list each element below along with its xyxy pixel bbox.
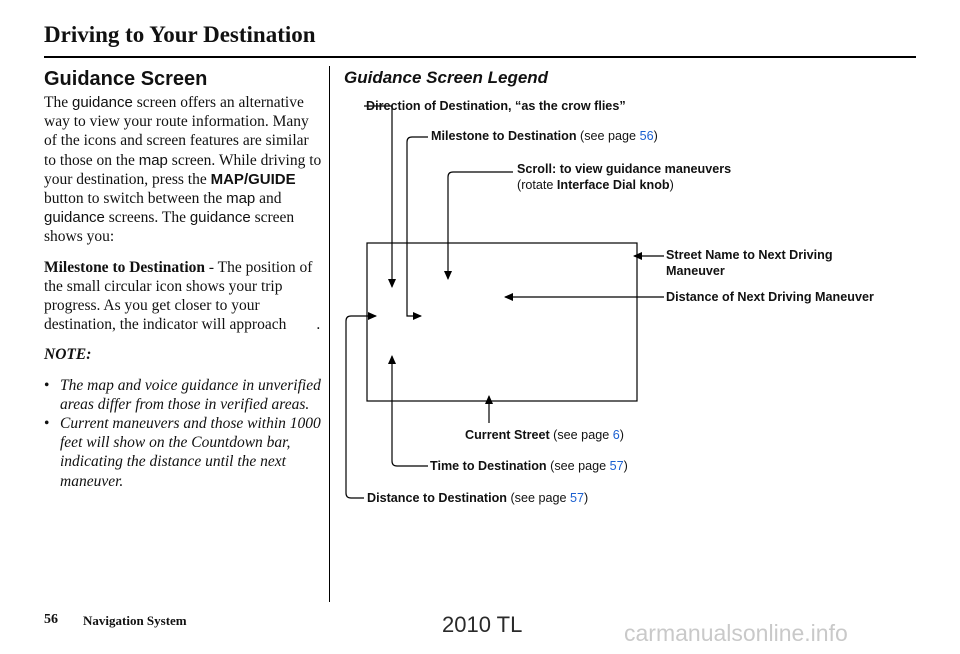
keyword-map: map bbox=[226, 190, 256, 208]
page-ref-link[interactable]: 56 bbox=[639, 129, 654, 143]
column-divider bbox=[329, 66, 330, 602]
milestone-term: Milestone to Destination bbox=[44, 258, 206, 276]
model-watermark: 2010 TL bbox=[442, 612, 523, 637]
note-list: The map and voice guidance in unverified… bbox=[44, 376, 322, 491]
distance-dest-label: Distance to Destination (see page 57) bbox=[367, 491, 589, 505]
intro-text: screen. While driving to your destinatio… bbox=[44, 151, 322, 188]
intro-paragraph: The guidance screen offers an alternativ… bbox=[44, 93, 322, 247]
legend-heading: Guidance Screen Legend bbox=[344, 68, 549, 87]
page-number: 56 bbox=[44, 612, 58, 627]
milestone-leader-line bbox=[406, 136, 428, 320]
milestone-text: - The position of the small circular ico… bbox=[44, 258, 313, 334]
intro-text: screens. The bbox=[104, 209, 190, 227]
section-heading: Guidance Screen bbox=[44, 68, 208, 90]
keyword-guidance: guidance bbox=[71, 94, 133, 111]
time-leader-line bbox=[388, 355, 428, 467]
direction-label: Direction of Destination, “as the crow f… bbox=[366, 99, 626, 113]
book-name: Navigation System bbox=[83, 613, 187, 628]
note-item: Current maneuvers and those within 1000 … bbox=[44, 414, 322, 491]
intro-text: The bbox=[44, 94, 72, 111]
keyword-map: map bbox=[138, 151, 168, 169]
direction-leader-line bbox=[364, 105, 396, 288]
title-rule bbox=[44, 56, 916, 58]
current-street-label: Current Street (see page 6) bbox=[465, 428, 624, 442]
page-ref-link[interactable]: 57 bbox=[609, 459, 624, 473]
page-ref-link[interactable]: 57 bbox=[569, 491, 584, 505]
guidance-screen-frame bbox=[366, 242, 638, 402]
distance-next-label: Distance of Next Driving Maneuver bbox=[666, 290, 874, 304]
page-ref-link[interactable]: 6 bbox=[612, 428, 620, 442]
note-item: The map and voice guidance in unverified… bbox=[44, 376, 322, 414]
site-watermark: carmanualsonline.info bbox=[624, 620, 848, 646]
keyword-map-guide-button: MAP/GUIDE bbox=[210, 170, 296, 188]
keyword-guidance: guidance bbox=[189, 209, 251, 227]
page-title: Driving to Your Destination bbox=[44, 22, 316, 47]
scroll-leader-line bbox=[444, 171, 513, 280]
intro-text: and bbox=[255, 190, 282, 208]
milestone-paragraph: Milestone to Destination - The position … bbox=[44, 258, 322, 335]
scroll-label: Scroll: to view guidance maneuvers(rotat… bbox=[517, 162, 732, 192]
intro-text: screen offers an alternative way to view… bbox=[44, 94, 309, 169]
time-label: Time to Destination (see page 57) bbox=[430, 459, 628, 473]
intro-text: screen shows you: bbox=[44, 209, 295, 246]
intro-text: button to switch between the bbox=[44, 190, 227, 208]
keyword-guidance: guidance bbox=[44, 209, 105, 227]
left-column: The guidance screen offers an alternativ… bbox=[44, 93, 322, 491]
milestone-text-end: . bbox=[316, 316, 321, 334]
distance-dest-leader-line bbox=[345, 312, 377, 499]
milestone-label: Milestone to Destination (see page 56) bbox=[431, 129, 658, 143]
note-title: NOTE: bbox=[44, 346, 92, 364]
